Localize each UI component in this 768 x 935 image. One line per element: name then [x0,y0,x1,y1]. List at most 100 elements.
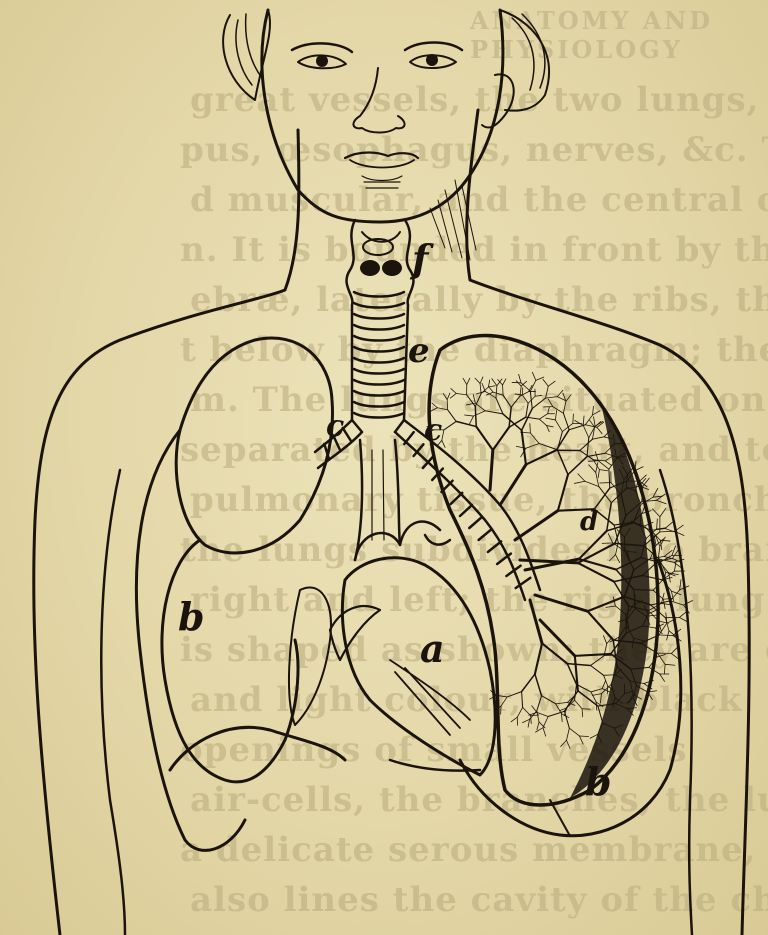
bronchial-branch [567,740,571,748]
bronchial-branch [447,393,450,400]
bronchial-branch [597,427,602,433]
bronchial-branch [578,563,614,582]
bronchial-tree [427,372,693,748]
trachea [347,220,414,420]
bronchial-ring [352,420,362,432]
bronchial-branch [593,411,600,415]
bronchial-ring [404,432,413,444]
bronchial-branch [475,394,481,407]
label-d: d [580,507,598,537]
bronchial-branch [602,681,605,689]
bronchial-branch [456,393,466,394]
bronchial-branch [480,383,481,393]
tracheal-ring [354,380,404,385]
bronchial-branch [531,716,532,724]
bronchial-branch [583,416,584,425]
bronchial-branch [546,418,556,420]
tracheal-ring [354,391,404,396]
bronchial-ring [488,541,501,552]
tracheal-ring [354,314,404,319]
bronchial-branch [580,450,594,459]
label-e: e [408,331,430,371]
bronchial-branch [526,443,539,448]
bronchial-branch [476,427,493,451]
bronchial-branch [456,421,476,426]
bronchial-branch [640,475,647,481]
bronchial-branch [509,407,511,427]
bronchial-branch [542,643,567,663]
bronchial-branch [589,465,596,473]
bronchial-branch [605,456,612,461]
bronchial-branch [652,509,659,517]
bronchial-branch [592,694,601,696]
bronchial-branch [530,424,531,433]
bronchial-branch [607,686,608,694]
bronchial-branch [522,674,535,692]
bronchial-branch [515,394,522,395]
bronchial-branch [594,417,596,426]
bronchial-branch [539,419,546,425]
bronchial-ring [469,517,481,528]
bronchial-branch [480,377,483,383]
bronchial-branch [493,427,509,450]
bronchial-branch [526,403,528,417]
bronchial-branch [578,474,585,482]
bronchial-branch [556,702,568,703]
bronchial-branch [546,397,558,398]
bronchial-branch [609,555,615,561]
bronchial-branch [492,379,497,386]
bronchial-branch [557,390,563,396]
bronchial-branch [523,707,531,715]
bronchial-branch [522,395,528,403]
bronchial-branch [656,500,666,503]
heart [330,440,495,775]
bronchial-branch [546,386,549,398]
bronchial-branch [539,443,557,449]
bronchial-branch [537,712,548,716]
bronchial-branch [604,636,607,644]
bronchial-branch [522,692,523,708]
bronchial-branch [496,386,497,398]
bronchial-branch [501,697,507,706]
bronchial-branch [547,426,550,432]
bronchial-branch [680,580,681,590]
bronchial-branch [475,378,480,383]
bronchial-branch [535,643,542,674]
bronchial-branch [467,378,470,384]
bronchial-branch [660,674,665,681]
bronchial-branch [488,380,489,387]
bronchial-branch [604,675,616,676]
bronchial-branch [537,722,539,730]
bronchial-branch [473,395,475,404]
bronchial-branch [511,396,520,407]
bronchial-branch [672,546,676,555]
bronchial-branch [500,465,526,505]
tracheal-ring [354,303,404,308]
bronchial-branch [562,714,563,722]
tracheal-rings [354,292,404,418]
bronchial-branch [448,410,457,422]
bronchial-branch [598,470,599,478]
bronchial-ring [451,493,463,504]
bronchial-branch [536,377,544,380]
bronchial-branch [557,450,568,475]
bronchial-branch [585,481,599,486]
bronchial-branch [616,555,620,563]
bronchial-branch [659,623,667,635]
bronchial-branch [580,439,593,450]
bronchial-branch [511,717,517,722]
bronchial-branch [605,461,612,466]
bronchial-branch [444,421,456,429]
tracheal-ring [354,413,404,418]
bronchial-branch [520,392,529,397]
bronchial-branch [588,611,614,640]
bronchial-branch [451,389,456,394]
bronchial-branch [666,613,667,623]
bronchial-branch [537,696,542,711]
bronchial-branch [553,407,564,414]
bronchial-branch [543,379,548,386]
bronchial-branch [563,401,566,413]
bronchial-branch [575,420,583,425]
bronchial-branch [475,406,476,426]
bronchial-branch [526,450,556,464]
